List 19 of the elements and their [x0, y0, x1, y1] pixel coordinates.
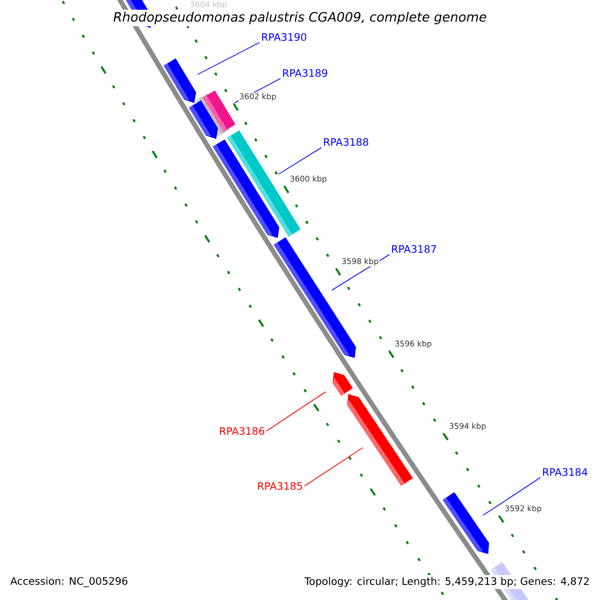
leader-line: [197, 42, 260, 75]
gene-block: [442, 492, 490, 554]
gene-label: RPA3188: [324, 138, 368, 146]
gene-label: RPA3184: [543, 468, 588, 476]
gene-label: RPA3187: [392, 245, 436, 253]
footer-text: Topology: circular; Length: 5,459,213 bp; Genes: 4,872: [302, 575, 592, 589]
footer-text: Accession: NC_005296: [8, 574, 130, 590]
gene-block: [212, 139, 280, 238]
leader-line: [304, 447, 364, 486]
leader-line: [266, 391, 326, 432]
gene-block: [164, 58, 196, 103]
gene-label: RPA3186: [220, 427, 264, 435]
gene-label: RPA3189: [283, 69, 328, 77]
leader-line: [278, 147, 322, 175]
leader-line: [482, 477, 541, 516]
gene-label: RPA3185: [258, 482, 302, 490]
gene-block: [347, 394, 413, 486]
gene-label: RPA3190: [262, 33, 306, 41]
gene-block: [332, 372, 353, 396]
